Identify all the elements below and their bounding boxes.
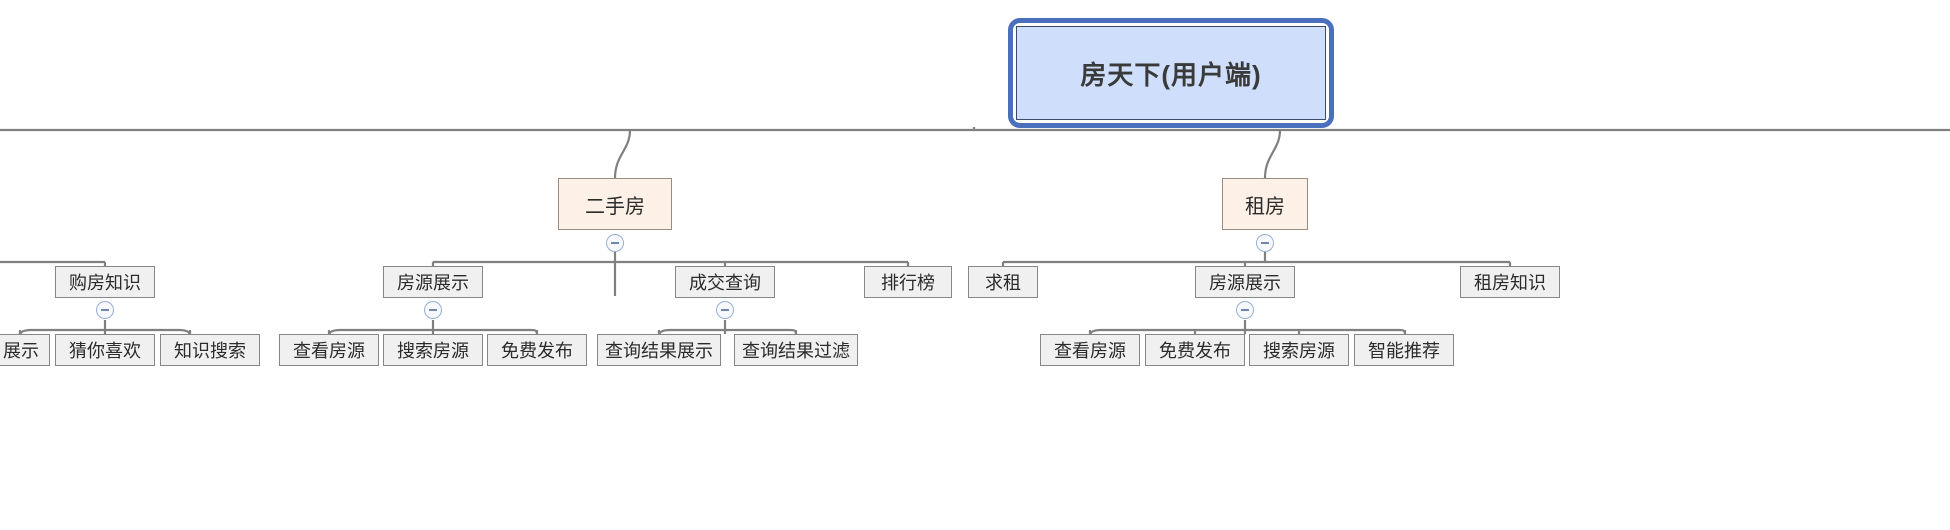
toggle-fangyuanzhanshi-ershoufang[interactable] bbox=[424, 301, 442, 319]
node-mianfeifabu-ershoufang[interactable]: 免费发布 bbox=[487, 334, 587, 366]
minus-icon bbox=[721, 309, 729, 311]
node-ershoufang[interactable]: 二手房 bbox=[558, 178, 672, 230]
toggle-goufangzhishi[interactable] bbox=[96, 301, 114, 319]
node-zufang[interactable]: 租房 bbox=[1222, 178, 1308, 230]
node-qiuzu[interactable]: 求租 bbox=[968, 266, 1038, 298]
toggle-chengjiaochaxun[interactable] bbox=[716, 301, 734, 319]
node-zhanshi-label: 展示 bbox=[3, 341, 39, 361]
node-fangyuanzhanshi-zufang-label: 房源展示 bbox=[1209, 273, 1281, 293]
node-chaxunjieguozhanshi[interactable]: 查询结果展示 bbox=[597, 334, 721, 366]
node-sousuofangyuan-ershoufang[interactable]: 搜索房源 bbox=[383, 334, 483, 366]
node-cainixihuan-label: 猜你喜欢 bbox=[69, 341, 141, 361]
toggle-zufang[interactable] bbox=[1256, 234, 1274, 252]
node-chakanfangyuan-ershoufang[interactable]: 查看房源 bbox=[279, 334, 379, 366]
toggle-fangyuanzhanshi-zufang[interactable] bbox=[1236, 301, 1254, 319]
node-paihangbang[interactable]: 排行榜 bbox=[864, 266, 952, 298]
node-qiuzu-label: 求租 bbox=[985, 273, 1021, 293]
node-zufang-label: 租房 bbox=[1245, 195, 1285, 218]
node-zhinengtuijian-label: 智能推荐 bbox=[1368, 341, 1440, 361]
minus-icon bbox=[1241, 309, 1249, 311]
node-paihangbang-label: 排行榜 bbox=[881, 273, 935, 293]
node-chengjiaochaxun[interactable]: 成交查询 bbox=[675, 266, 775, 298]
node-chakanfangyuan-zufang[interactable]: 查看房源 bbox=[1040, 334, 1140, 366]
node-zhanshi[interactable]: 展示 bbox=[0, 334, 50, 366]
node-mianfeifabu-zufang[interactable]: 免费发布 bbox=[1145, 334, 1245, 366]
node-fangyuanzhanshi-ershoufang[interactable]: 房源展示 bbox=[383, 266, 483, 298]
node-root[interactable]: 房天下(用户端) bbox=[1016, 26, 1326, 120]
node-ershoufang-label: 二手房 bbox=[585, 195, 645, 218]
toggle-ershoufang[interactable] bbox=[606, 234, 624, 252]
node-goufangzhishi[interactable]: 购房知识 bbox=[55, 266, 155, 298]
node-chakanfangyuan-zufang-label: 查看房源 bbox=[1054, 341, 1126, 361]
node-goufangzhishi-label: 购房知识 bbox=[69, 273, 141, 293]
node-zhishisousuo-label: 知识搜索 bbox=[174, 341, 246, 361]
minus-icon bbox=[1261, 242, 1269, 244]
node-chaxunjieguozhanshi-label: 查询结果展示 bbox=[605, 341, 713, 361]
node-chaxunjieguoguolv[interactable]: 查询结果过滤 bbox=[734, 334, 858, 366]
node-root-label: 房天下(用户端) bbox=[1080, 59, 1262, 90]
minus-icon bbox=[101, 309, 109, 311]
node-mianfeifabu-zufang-label: 免费发布 bbox=[1159, 341, 1231, 361]
node-chengjiaochaxun-label: 成交查询 bbox=[689, 273, 761, 293]
node-zufangzhishi[interactable]: 租房知识 bbox=[1460, 266, 1560, 298]
node-zufangzhishi-label: 租房知识 bbox=[1474, 273, 1546, 293]
node-fangyuanzhanshi-ershoufang-label: 房源展示 bbox=[397, 273, 469, 293]
node-sousuofangyuan-ershoufang-label: 搜索房源 bbox=[397, 341, 469, 361]
node-chakanfangyuan-ershoufang-label: 查看房源 bbox=[293, 341, 365, 361]
node-sousuofangyuan-zufang[interactable]: 搜索房源 bbox=[1249, 334, 1349, 366]
node-zhinengtuijian[interactable]: 智能推荐 bbox=[1354, 334, 1454, 366]
node-chaxunjieguoguolv-label: 查询结果过滤 bbox=[742, 341, 850, 361]
node-sousuofangyuan-zufang-label: 搜索房源 bbox=[1263, 341, 1335, 361]
node-zhishisousuo[interactable]: 知识搜索 bbox=[160, 334, 260, 366]
node-mianfeifabu-ershoufang-label: 免费发布 bbox=[501, 341, 573, 361]
minus-icon bbox=[429, 309, 437, 311]
minus-icon bbox=[611, 242, 619, 244]
node-cainixihuan[interactable]: 猜你喜欢 bbox=[55, 334, 155, 366]
node-fangyuanzhanshi-zufang[interactable]: 房源展示 bbox=[1195, 266, 1295, 298]
